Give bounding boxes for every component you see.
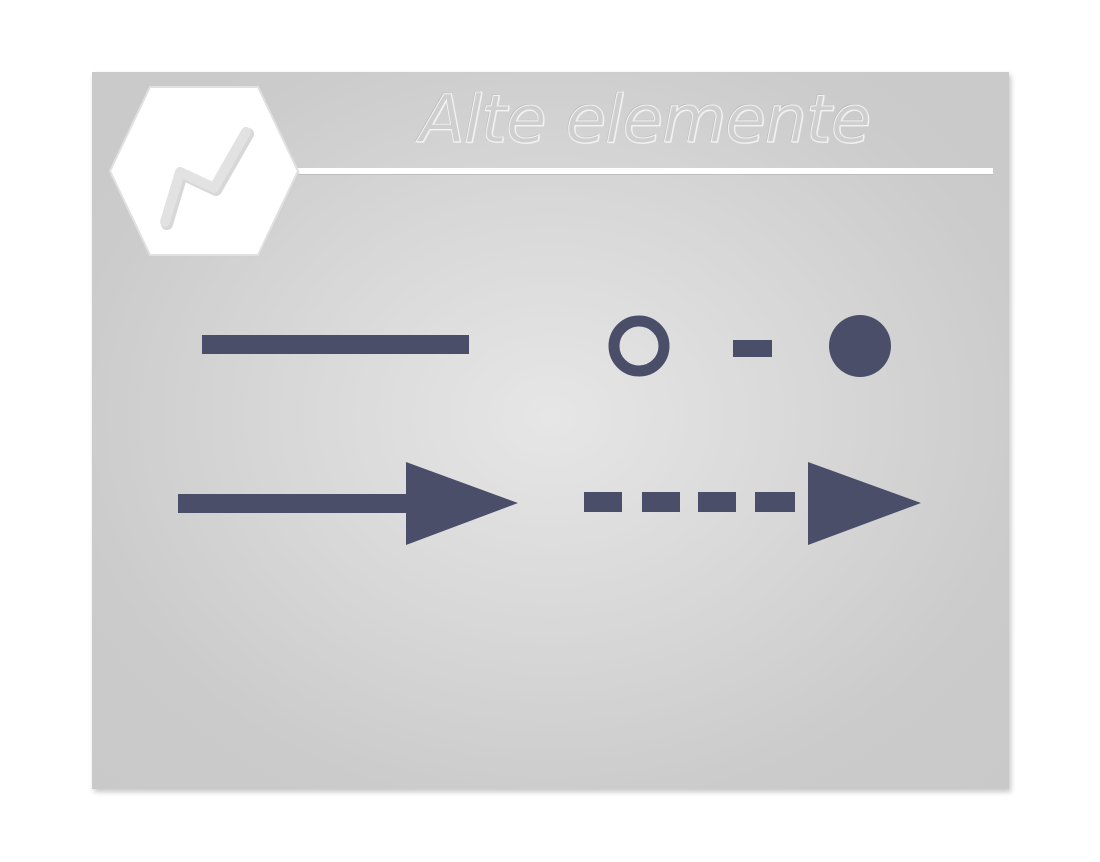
solid-line-icon (202, 335, 469, 354)
arrow-right-icon (178, 462, 518, 545)
page-title: Alte elemente (419, 81, 872, 159)
logo-hexagon (108, 86, 300, 257)
header-rule (290, 168, 993, 175)
circle-connector-icon (608, 315, 891, 377)
dashed-arrow-right-icon (584, 462, 921, 545)
